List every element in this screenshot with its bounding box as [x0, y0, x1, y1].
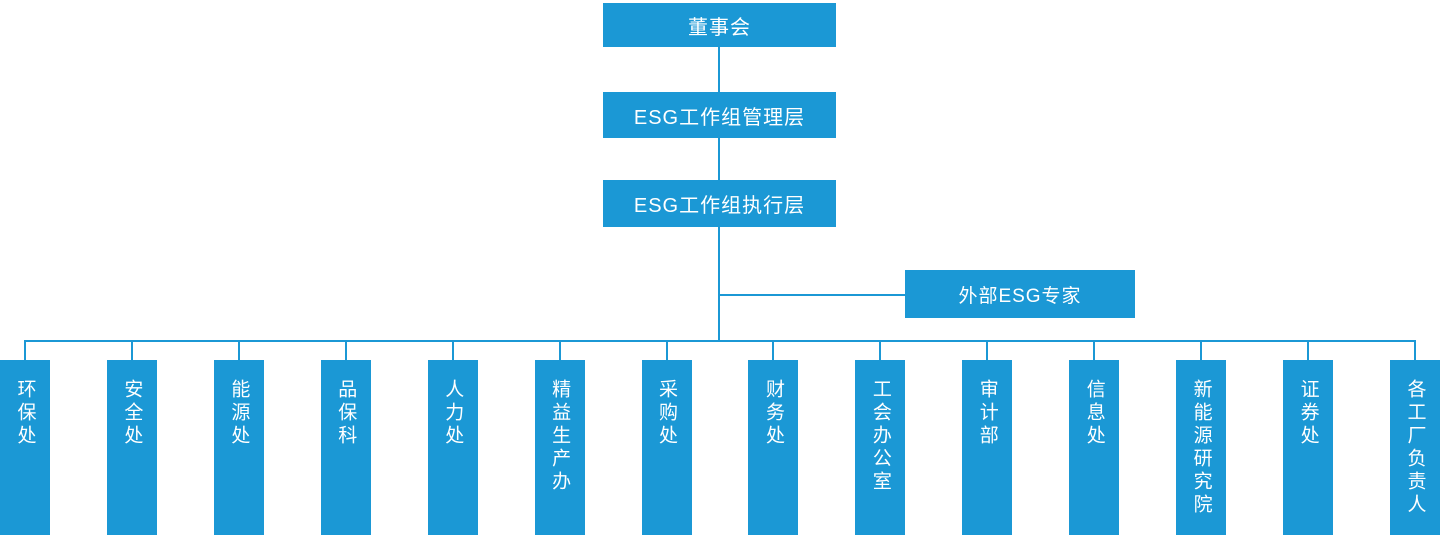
node-department-gegongchangfuzeren: 各工厂负责人 — [1389, 342, 1440, 535]
department-label: 信息处 — [1083, 379, 1105, 448]
department-label: 采购处 — [656, 379, 678, 448]
connector-stub — [130, 342, 133, 360]
node-department-nengyuanchu: 能源处 — [213, 342, 264, 535]
connector-stub — [558, 342, 561, 360]
connector-stub — [1307, 342, 1310, 360]
connector-management-to-execution — [718, 138, 720, 180]
node-external-expert: 外部ESG专家 — [905, 270, 1135, 318]
node-esg-execution-label: ESG工作组执行层 — [633, 195, 806, 217]
departments-row: 环保处 安全处 能源处 品保科 人力处 — [0, 342, 1440, 535]
node-department-shenjibu: 审计部 — [962, 342, 1013, 535]
connector-distribution-line — [24, 340, 1416, 342]
node-board: 董事会 — [603, 3, 836, 47]
connector-stub — [986, 342, 989, 360]
department-label: 环保处 — [14, 379, 36, 448]
connector-stub — [237, 342, 240, 360]
connector-stub — [879, 342, 882, 360]
connector-board-to-management — [718, 47, 720, 92]
node-department-caiwuchu: 财务处 — [748, 342, 799, 535]
node-board-label: 董事会 — [688, 16, 751, 39]
department-label: 精益生产办 — [549, 379, 571, 494]
department-label: 财务处 — [762, 379, 784, 448]
node-esg-management: ESG工作组管理层 — [603, 92, 836, 138]
department-label: 安全处 — [121, 379, 143, 448]
connector-trunk — [718, 227, 720, 342]
department-label: 证券处 — [1297, 379, 1319, 448]
node-external-expert-label: 外部ESG专家 — [958, 285, 1082, 307]
node-department-zhengquanchu: 证券处 — [1283, 342, 1334, 535]
node-department-gonghuibangongshi: 工会办公室 — [855, 342, 906, 535]
node-esg-execution: ESG工作组执行层 — [603, 180, 836, 227]
node-esg-management-label: ESG工作组管理层 — [633, 106, 806, 129]
department-label: 工会办公室 — [869, 379, 891, 494]
connector-stub — [1200, 342, 1203, 360]
node-department-jingyishengchanban: 精益生产办 — [534, 342, 585, 535]
connector-stub — [1093, 342, 1096, 360]
connector-stub — [451, 342, 454, 360]
connector-stub — [24, 342, 26, 360]
node-department-xinnengyuanyanjiuyuan: 新能源研究院 — [1176, 342, 1227, 535]
department-label: 能源处 — [228, 379, 250, 448]
node-department-renlichu: 人力处 — [427, 342, 478, 535]
node-department-huanbaochu: 环保处 — [0, 342, 50, 535]
connector-stub — [344, 342, 347, 360]
node-department-caigouchu: 采购处 — [641, 342, 692, 535]
node-department-anquanchu: 安全处 — [106, 342, 157, 535]
connector-stub — [665, 342, 668, 360]
connector-to-external-expert — [718, 294, 905, 296]
node-department-pinbaoke: 品保科 — [320, 342, 371, 535]
department-label: 审计部 — [976, 379, 998, 448]
department-label: 人力处 — [442, 379, 464, 448]
connector-stub — [772, 342, 775, 360]
department-label: 品保科 — [335, 379, 357, 448]
node-department-xinxichu: 信息处 — [1069, 342, 1120, 535]
department-label: 各工厂负责人 — [1404, 379, 1426, 517]
connector-stub — [1413, 342, 1416, 360]
department-label: 新能源研究院 — [1190, 379, 1212, 517]
